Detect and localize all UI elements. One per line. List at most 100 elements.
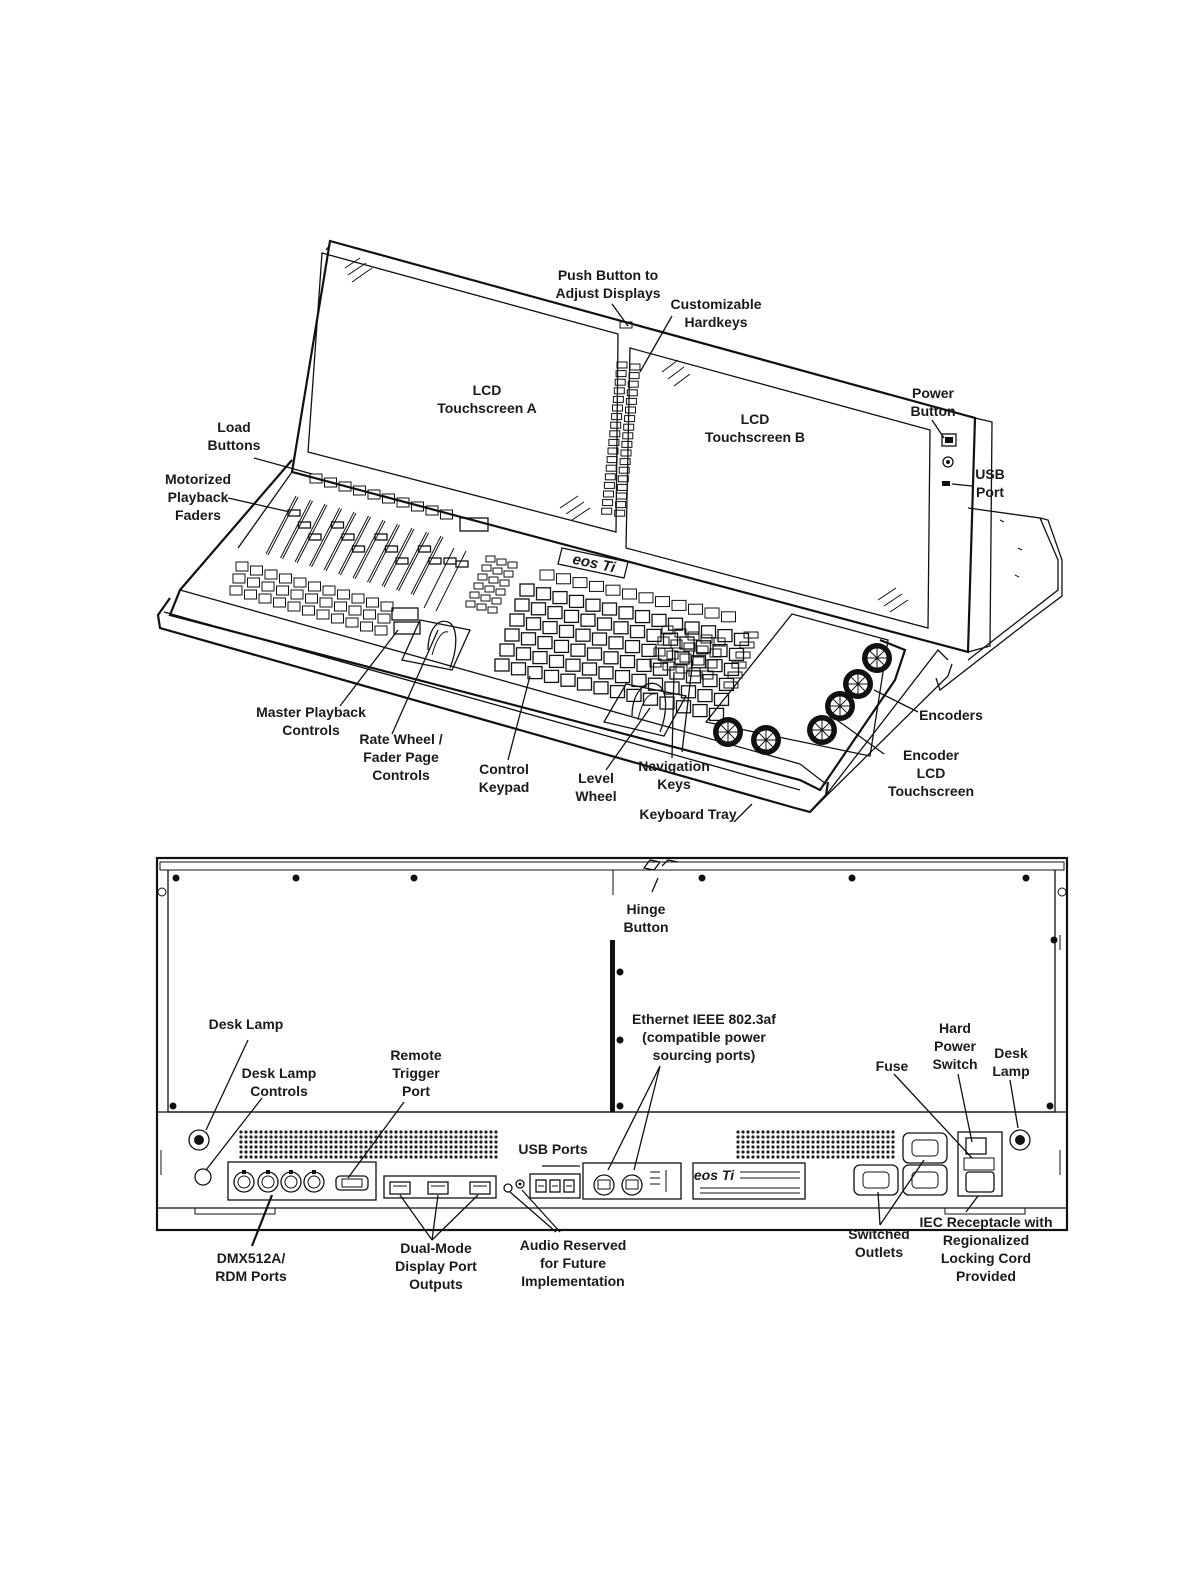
vent-hole — [861, 1140, 865, 1144]
label-dmx-ports: DMX512A/RDM Ports — [215, 1250, 287, 1284]
vent-hole — [324, 1130, 328, 1134]
vent-hole — [886, 1150, 890, 1154]
keypad-top-key — [572, 577, 588, 589]
hardkey — [621, 440, 633, 448]
encoder-side-button — [739, 641, 755, 649]
hardkey — [618, 466, 630, 474]
vent-hole — [434, 1145, 438, 1149]
vent-hole — [881, 1135, 885, 1139]
vent-hole — [414, 1150, 418, 1154]
vent-hole — [741, 1140, 745, 1144]
fader-handle — [308, 533, 322, 541]
vent-hole — [249, 1155, 253, 1159]
vent-hole — [349, 1140, 353, 1144]
vent-hole — [419, 1135, 423, 1139]
iec-receptacle-with-fuse-and-switch — [957, 1131, 1003, 1197]
vent-hole — [309, 1135, 313, 1139]
vent-hole — [239, 1135, 243, 1139]
encoder-knob-spoke — [814, 729, 823, 738]
encoder-knob-spoke — [850, 676, 859, 685]
display-housing — [290, 239, 993, 654]
dmx-port-latch — [289, 1170, 293, 1174]
navigation-key — [687, 631, 700, 641]
rate-wheel — [401, 619, 471, 671]
vent-hole — [279, 1155, 283, 1159]
vent-hole — [259, 1140, 263, 1144]
vent-hole — [434, 1140, 438, 1144]
vent-hole — [279, 1140, 283, 1144]
vent-hole — [489, 1155, 493, 1159]
vent-hole — [254, 1135, 258, 1139]
vent-hole — [866, 1140, 870, 1144]
navigation-key — [688, 667, 701, 677]
vent-hole — [344, 1140, 348, 1144]
vent-hole — [464, 1150, 468, 1154]
vent-hole — [254, 1140, 258, 1144]
audio-jacks — [503, 1179, 525, 1193]
vent-hole — [886, 1130, 890, 1134]
encoder-knob-spoke — [765, 739, 774, 748]
vent-hole — [424, 1135, 428, 1139]
vent-hole — [856, 1130, 860, 1134]
vent-hole — [741, 1130, 745, 1134]
vent-hole — [284, 1150, 288, 1154]
keypad-key — [558, 624, 575, 639]
vent-hole — [279, 1150, 283, 1154]
vent-hole — [304, 1130, 308, 1134]
vent-hole — [751, 1135, 755, 1139]
keypad-key — [580, 613, 596, 627]
vent-hole — [741, 1155, 745, 1159]
vent-hole — [264, 1140, 268, 1144]
vent-hole — [249, 1135, 253, 1139]
vent-hole — [389, 1150, 393, 1154]
vent-hole — [389, 1155, 393, 1159]
vent-hole — [776, 1135, 780, 1139]
vent-hole — [254, 1130, 258, 1134]
vent-hole — [344, 1135, 348, 1139]
fader-button — [345, 617, 359, 628]
hardkey — [614, 378, 626, 386]
vent-hole — [294, 1130, 298, 1134]
vent-hole — [816, 1145, 820, 1149]
vent-hole — [751, 1140, 755, 1144]
vent-hole — [344, 1145, 348, 1149]
vent-hole — [284, 1135, 288, 1139]
vent-hole — [484, 1130, 488, 1134]
vent-hole — [269, 1140, 273, 1144]
vent-hole — [489, 1140, 493, 1144]
keypad-top-key — [688, 603, 703, 615]
dmx-port — [233, 1171, 255, 1193]
vent-hole — [264, 1155, 268, 1159]
keypad-top-key — [655, 596, 670, 608]
fader-button — [232, 573, 246, 584]
keypad-key — [601, 602, 618, 616]
vent-hole — [439, 1155, 443, 1159]
vent-hole — [359, 1150, 363, 1154]
vent-hole — [349, 1155, 353, 1159]
vent-hole — [474, 1140, 478, 1144]
keypad-small-key — [465, 600, 476, 608]
vent-hole — [459, 1155, 463, 1159]
fader-button — [229, 585, 243, 596]
vent-hole — [766, 1150, 770, 1154]
vent-hole — [479, 1145, 483, 1149]
encoder-knob-spoke — [839, 698, 848, 707]
customizable-hardkeys — [601, 361, 641, 517]
vent-hole — [329, 1145, 333, 1149]
vent-hole — [811, 1135, 815, 1139]
vent-hole — [404, 1145, 408, 1149]
hardkey — [614, 509, 626, 517]
keypad-key — [664, 681, 680, 695]
vent-hole — [244, 1140, 248, 1144]
vent-hole — [796, 1145, 800, 1149]
keypad-small-key — [484, 585, 495, 593]
vent-hole — [434, 1150, 438, 1154]
screw-dot — [616, 968, 624, 976]
fader-track — [280, 499, 311, 559]
vent-hole — [494, 1140, 498, 1144]
vent-hole — [826, 1145, 830, 1149]
